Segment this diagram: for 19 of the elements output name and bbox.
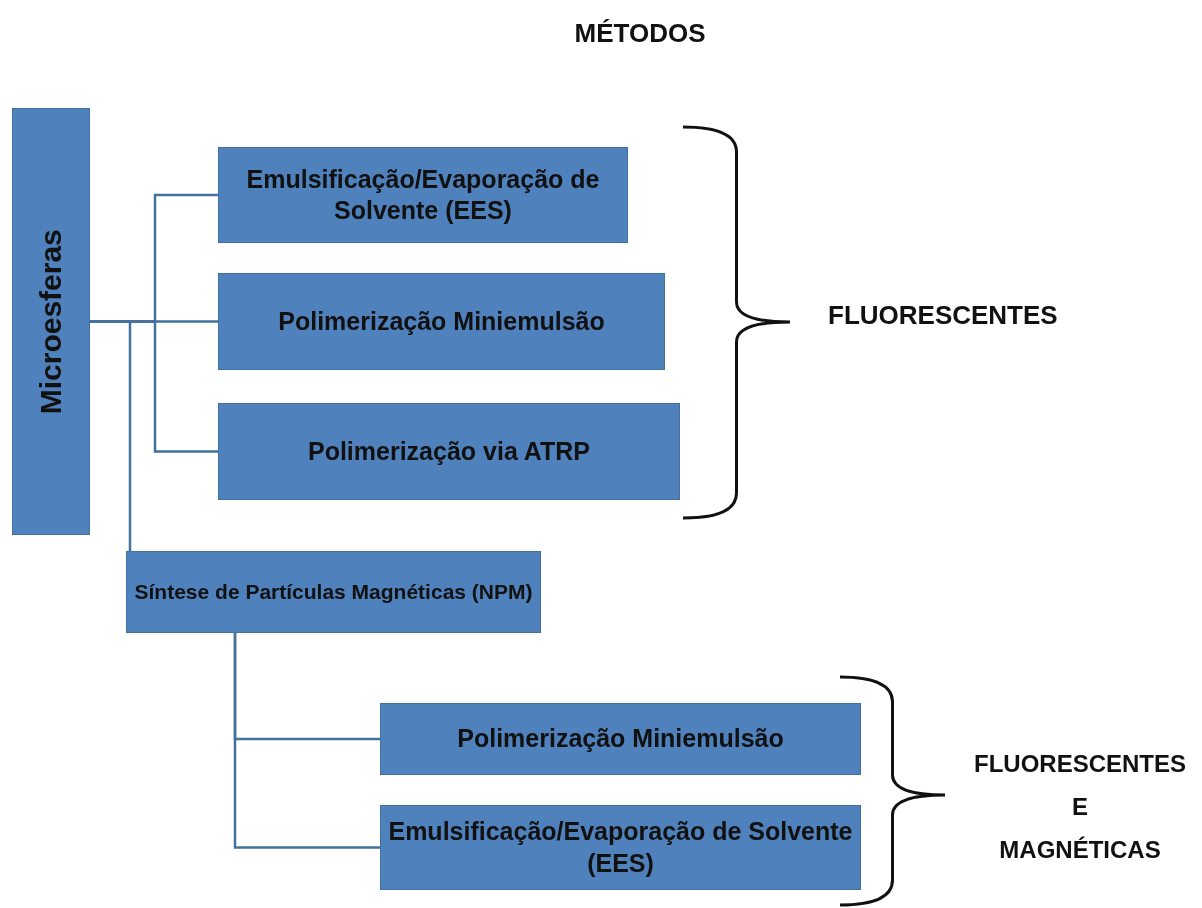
box-label: Síntese de Partículas Magnéticas (NPM) [134,578,533,605]
box-label: Polimerização via ATRP [307,435,590,467]
box-label: Polimerização Miniemulsão [278,305,605,337]
process-box [218,403,680,500]
process-box [218,147,628,243]
connector-line [90,320,132,551]
process-box [380,703,861,775]
title-bar [12,108,90,535]
bracket-label: FLUORESCENTES [828,300,1058,331]
connector-line [233,633,380,849]
process-box [126,551,541,633]
box-label: Microesferas [33,228,69,415]
box-label: Emulsificação/Evaporação de Solvente (EES) [245,163,601,226]
title: MÉTODOS [573,18,707,49]
box-label: Polimerização Miniemulsão [457,723,784,755]
box-label: Emulsificação/Evaporação de Solvente (EES) [387,816,854,879]
process-box [380,805,861,890]
process-box [218,273,665,370]
bracket-label: FLUORESCENTES E MAGNÉTICAS [973,749,1187,865]
